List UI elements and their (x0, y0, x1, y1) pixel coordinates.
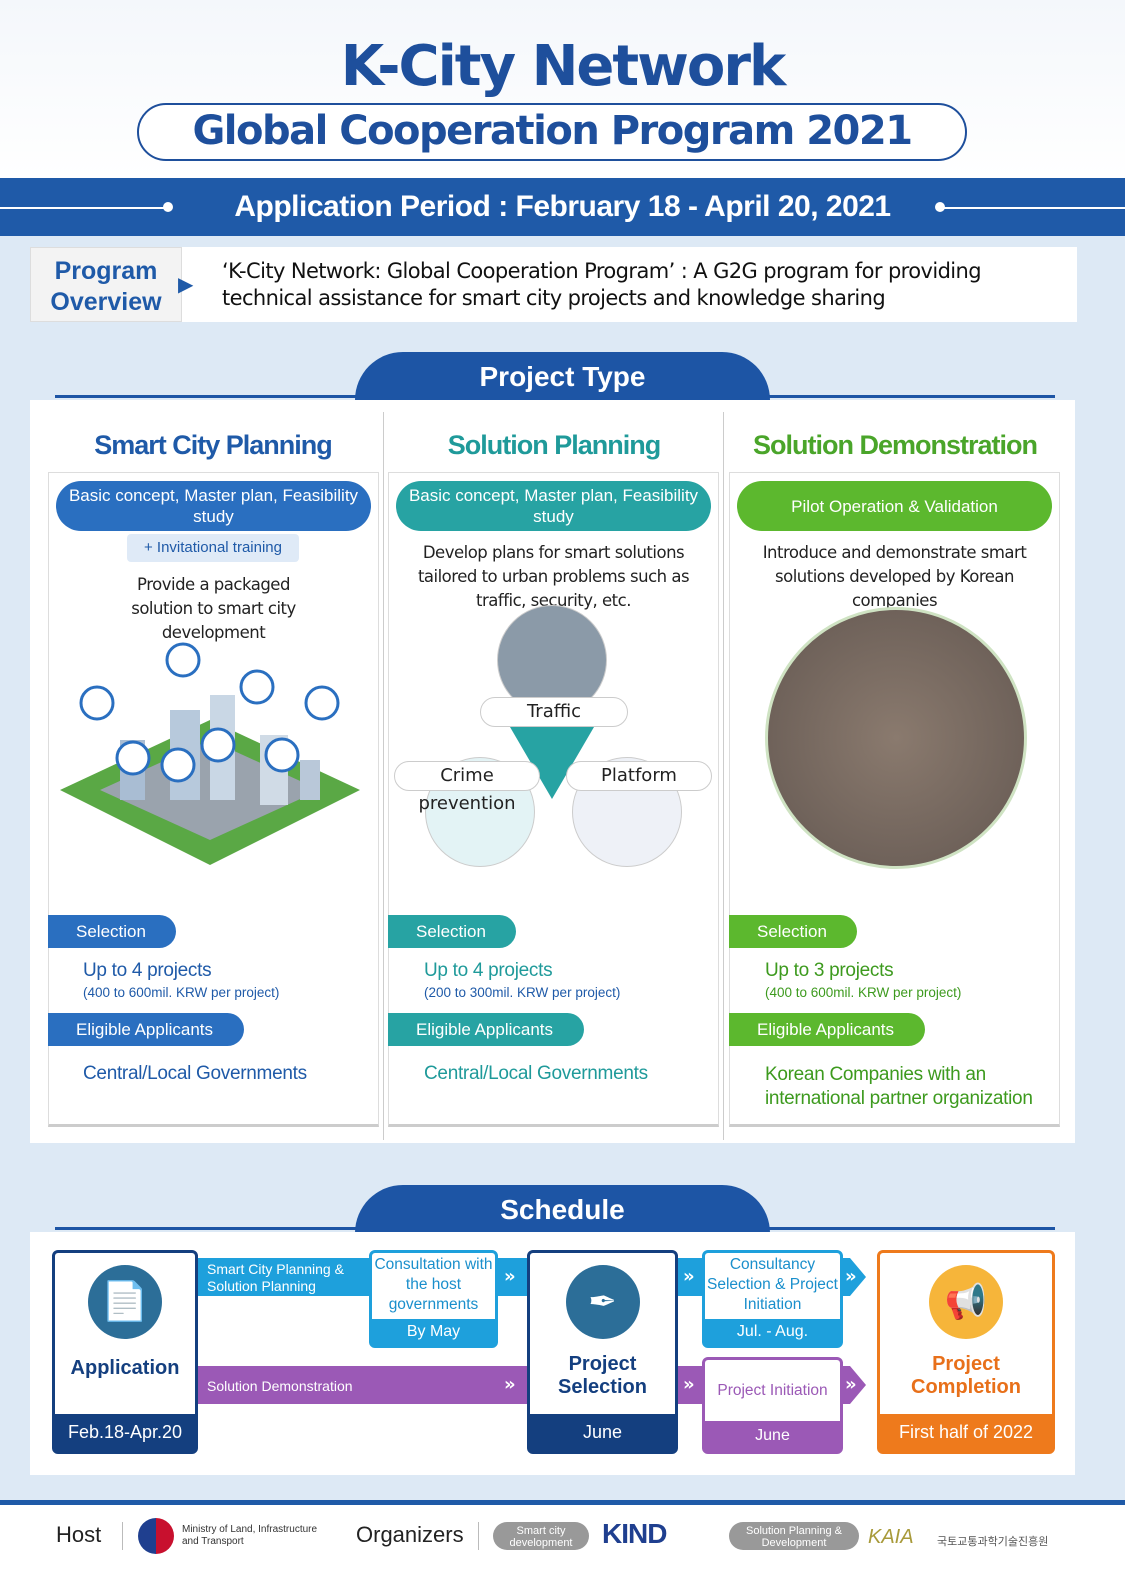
step-date: June (530, 1414, 675, 1451)
step-label: Consultation with the host governments (374, 1256, 493, 1313)
track-demo: Solution Demonstration (195, 1366, 530, 1404)
step-consultation: Consultation with the host governments B… (369, 1250, 498, 1348)
page-title: K-City Network (340, 34, 787, 99)
smart-intersection-illustration (765, 607, 1027, 869)
government-emblem-icon (138, 1518, 174, 1554)
column-title-solution-planning: Solution Planning (447, 430, 661, 460)
divider (723, 412, 724, 1140)
step-label: Project Selection (558, 1353, 647, 1398)
budget-text: (400 to 600mil. KRW per project) (83, 985, 280, 1000)
step-project-initiation: Project Initiation June (702, 1357, 843, 1454)
step-label: Application (70, 1357, 180, 1379)
double-chevron-icon: » (845, 1266, 857, 1287)
kaia-korean-name: 국토교통과학기술진흥원 (937, 1535, 1049, 1548)
kind-logo: KIND (602, 1518, 667, 1549)
eligible-value: Central/Local Governments (424, 1063, 648, 1084)
divider (478, 1522, 479, 1550)
kaia-logo: KAIA (868, 1526, 914, 1548)
selection-label: Selection (729, 915, 857, 948)
step-date: First half of 2022 (880, 1414, 1052, 1451)
smart-city-illustration (60, 640, 365, 885)
step-project-selection: ✒ Project Selection June (527, 1250, 678, 1454)
eligible-label: Eligible Applicants (729, 1013, 925, 1046)
organizers-label: Organizers (356, 1522, 464, 1547)
overview-box (30, 247, 1077, 322)
step-date: Jul. - Aug. (705, 1319, 840, 1345)
overview-text: ‘K-City Network: Global Cooperation Prog… (222, 259, 982, 310)
section-title-schedule: Schedule (355, 1185, 770, 1233)
arrow-head (850, 1366, 866, 1404)
page-subtitle: Global Cooperation Program 2021 (137, 103, 967, 161)
eligible-label: Eligible Applicants (48, 1013, 244, 1046)
budget-text: (200 to 300mil. KRW per project) (424, 985, 621, 1000)
scope-badge: Basic concept, Master plan, Feasibility … (56, 481, 371, 531)
column-title-solution-demonstration: Solution Demonstration (753, 430, 1038, 460)
eligible-label: Eligible Applicants (388, 1013, 584, 1046)
organizer-role: Smart city development (493, 1522, 589, 1550)
column-title-smart-city-planning: Smart City Planning (94, 430, 333, 460)
double-chevron-icon: » (504, 1374, 516, 1395)
crime-prevention-label: Crime prevention (394, 761, 540, 814)
step-label: Project Completion (911, 1353, 1021, 1398)
column-description: Develop plans for smart solutions tailor… (417, 543, 690, 610)
step-label: Consultancy Selection & Project Initiati… (707, 1256, 838, 1313)
selection-value: Up to 4 projects (83, 960, 212, 981)
selection-value: Up to 3 projects (765, 960, 894, 981)
double-chevron-icon: » (504, 1266, 516, 1287)
track-planning-label: Smart City Planning & Solution Planning (207, 1261, 344, 1294)
divider (383, 412, 384, 1140)
double-chevron-icon: » (683, 1266, 695, 1287)
scope-badge: Basic concept, Master plan, Feasibility … (396, 481, 711, 531)
eligible-value: Korean Companies with an international p… (765, 1064, 1033, 1109)
step-project-completion: 📢 Project Completion First half of 2022 (877, 1250, 1055, 1454)
step-date: Feb.18-Apr.20 (55, 1414, 195, 1451)
overview-label: Program Overview (30, 247, 182, 322)
section-title-project-type: Project Type (355, 352, 770, 400)
extra-badge: + Invitational training (127, 534, 299, 562)
column-description: Provide a packaged solution to smart cit… (131, 575, 296, 642)
step-label: Project Initiation (717, 1382, 828, 1399)
divider (122, 1522, 123, 1550)
host-name: Ministry of Land, Infrastructure and Tra… (182, 1524, 318, 1547)
eligible-value: Central/Local Governments (83, 1063, 307, 1084)
megaphone-icon: 📢 (929, 1265, 1003, 1339)
application-period-banner: Application Period : February 18 - April… (0, 178, 1125, 236)
step-date: June (705, 1421, 840, 1451)
scope-badge: Pilot Operation & Validation (737, 481, 1052, 531)
host-label: Host (56, 1522, 102, 1547)
pen-icon: ✒ (565, 1265, 640, 1339)
selection-label: Selection (388, 915, 516, 948)
chevron-right-icon: ▶ (178, 274, 194, 296)
organizer-role: Solution Planning & Development (729, 1522, 859, 1550)
selection-label: Selection (48, 915, 176, 948)
step-application: 📄 Application Feb.18-Apr.20 (52, 1250, 198, 1454)
selection-value: Up to 4 projects (424, 960, 553, 981)
traffic-label: Traffic (480, 697, 628, 727)
arrow-head (850, 1258, 866, 1296)
track-demo-label: Solution Demonstration (207, 1378, 353, 1394)
document-icon: 📄 (88, 1265, 162, 1339)
double-chevron-icon: » (845, 1374, 857, 1395)
budget-text: (400 to 600mil. KRW per project) (765, 985, 962, 1000)
double-chevron-icon: » (683, 1374, 695, 1395)
platform-label: Platform (566, 761, 712, 791)
application-period: Application Period : February 18 - April… (234, 190, 891, 223)
step-date: By May (372, 1319, 495, 1345)
step-consultancy: Consultancy Selection & Project Initiati… (702, 1250, 843, 1348)
column-description: Introduce and demonstrate smart solution… (762, 543, 1027, 610)
